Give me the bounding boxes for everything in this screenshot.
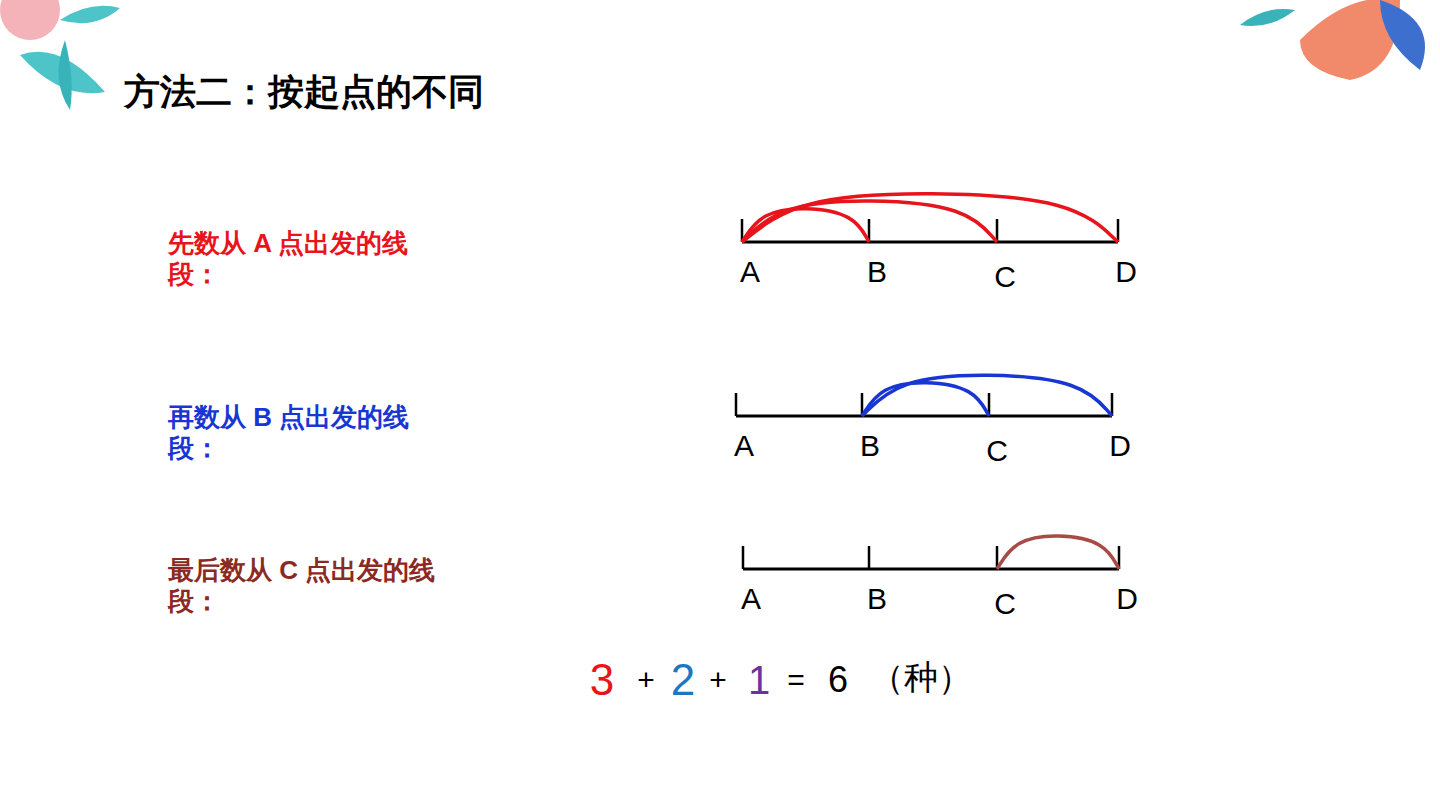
segment-arc xyxy=(997,536,1119,569)
tick xyxy=(868,546,871,569)
point-label: B xyxy=(867,581,887,617)
point-label: D xyxy=(1115,254,1137,290)
point-label: A xyxy=(740,254,760,290)
point-label: D xyxy=(1109,428,1131,464)
tick xyxy=(742,546,745,569)
segment-arc xyxy=(862,375,1112,416)
equation-term: + xyxy=(637,662,655,698)
equation-term: 1 xyxy=(748,656,770,704)
point-label: B xyxy=(867,254,887,290)
equation-term: 6 xyxy=(828,658,848,701)
segment-arc xyxy=(742,201,997,242)
equation-term: 3 xyxy=(590,654,614,707)
step-label: 最后数从 C 点出发的线段： xyxy=(168,555,458,617)
point-label: C xyxy=(994,259,1016,295)
segment-arc xyxy=(742,194,1118,242)
slide-title: 方法二：按起点的不同 xyxy=(124,70,484,113)
equation-term: 2 xyxy=(671,654,695,707)
tick xyxy=(735,393,738,416)
step-label: 再数从 B 点出发的线段： xyxy=(168,402,458,464)
tick xyxy=(1117,219,1120,242)
step-label: 先数从 A 点出发的线段： xyxy=(168,228,458,290)
point-label: C xyxy=(986,433,1008,469)
base-line xyxy=(736,415,1112,418)
point-label: D xyxy=(1116,581,1138,617)
point-label: C xyxy=(994,586,1016,622)
point-label: A xyxy=(734,428,754,464)
segment-line xyxy=(736,375,1112,416)
segment-line xyxy=(742,194,1118,242)
unit-label: （种） xyxy=(870,658,944,699)
point-label: A xyxy=(741,581,761,617)
point-label: B xyxy=(860,428,880,464)
base-line xyxy=(743,568,1119,571)
equation-term: = xyxy=(787,662,805,698)
segment-line xyxy=(743,536,1119,569)
equation-term: + xyxy=(709,662,727,698)
base-line xyxy=(742,241,1118,244)
